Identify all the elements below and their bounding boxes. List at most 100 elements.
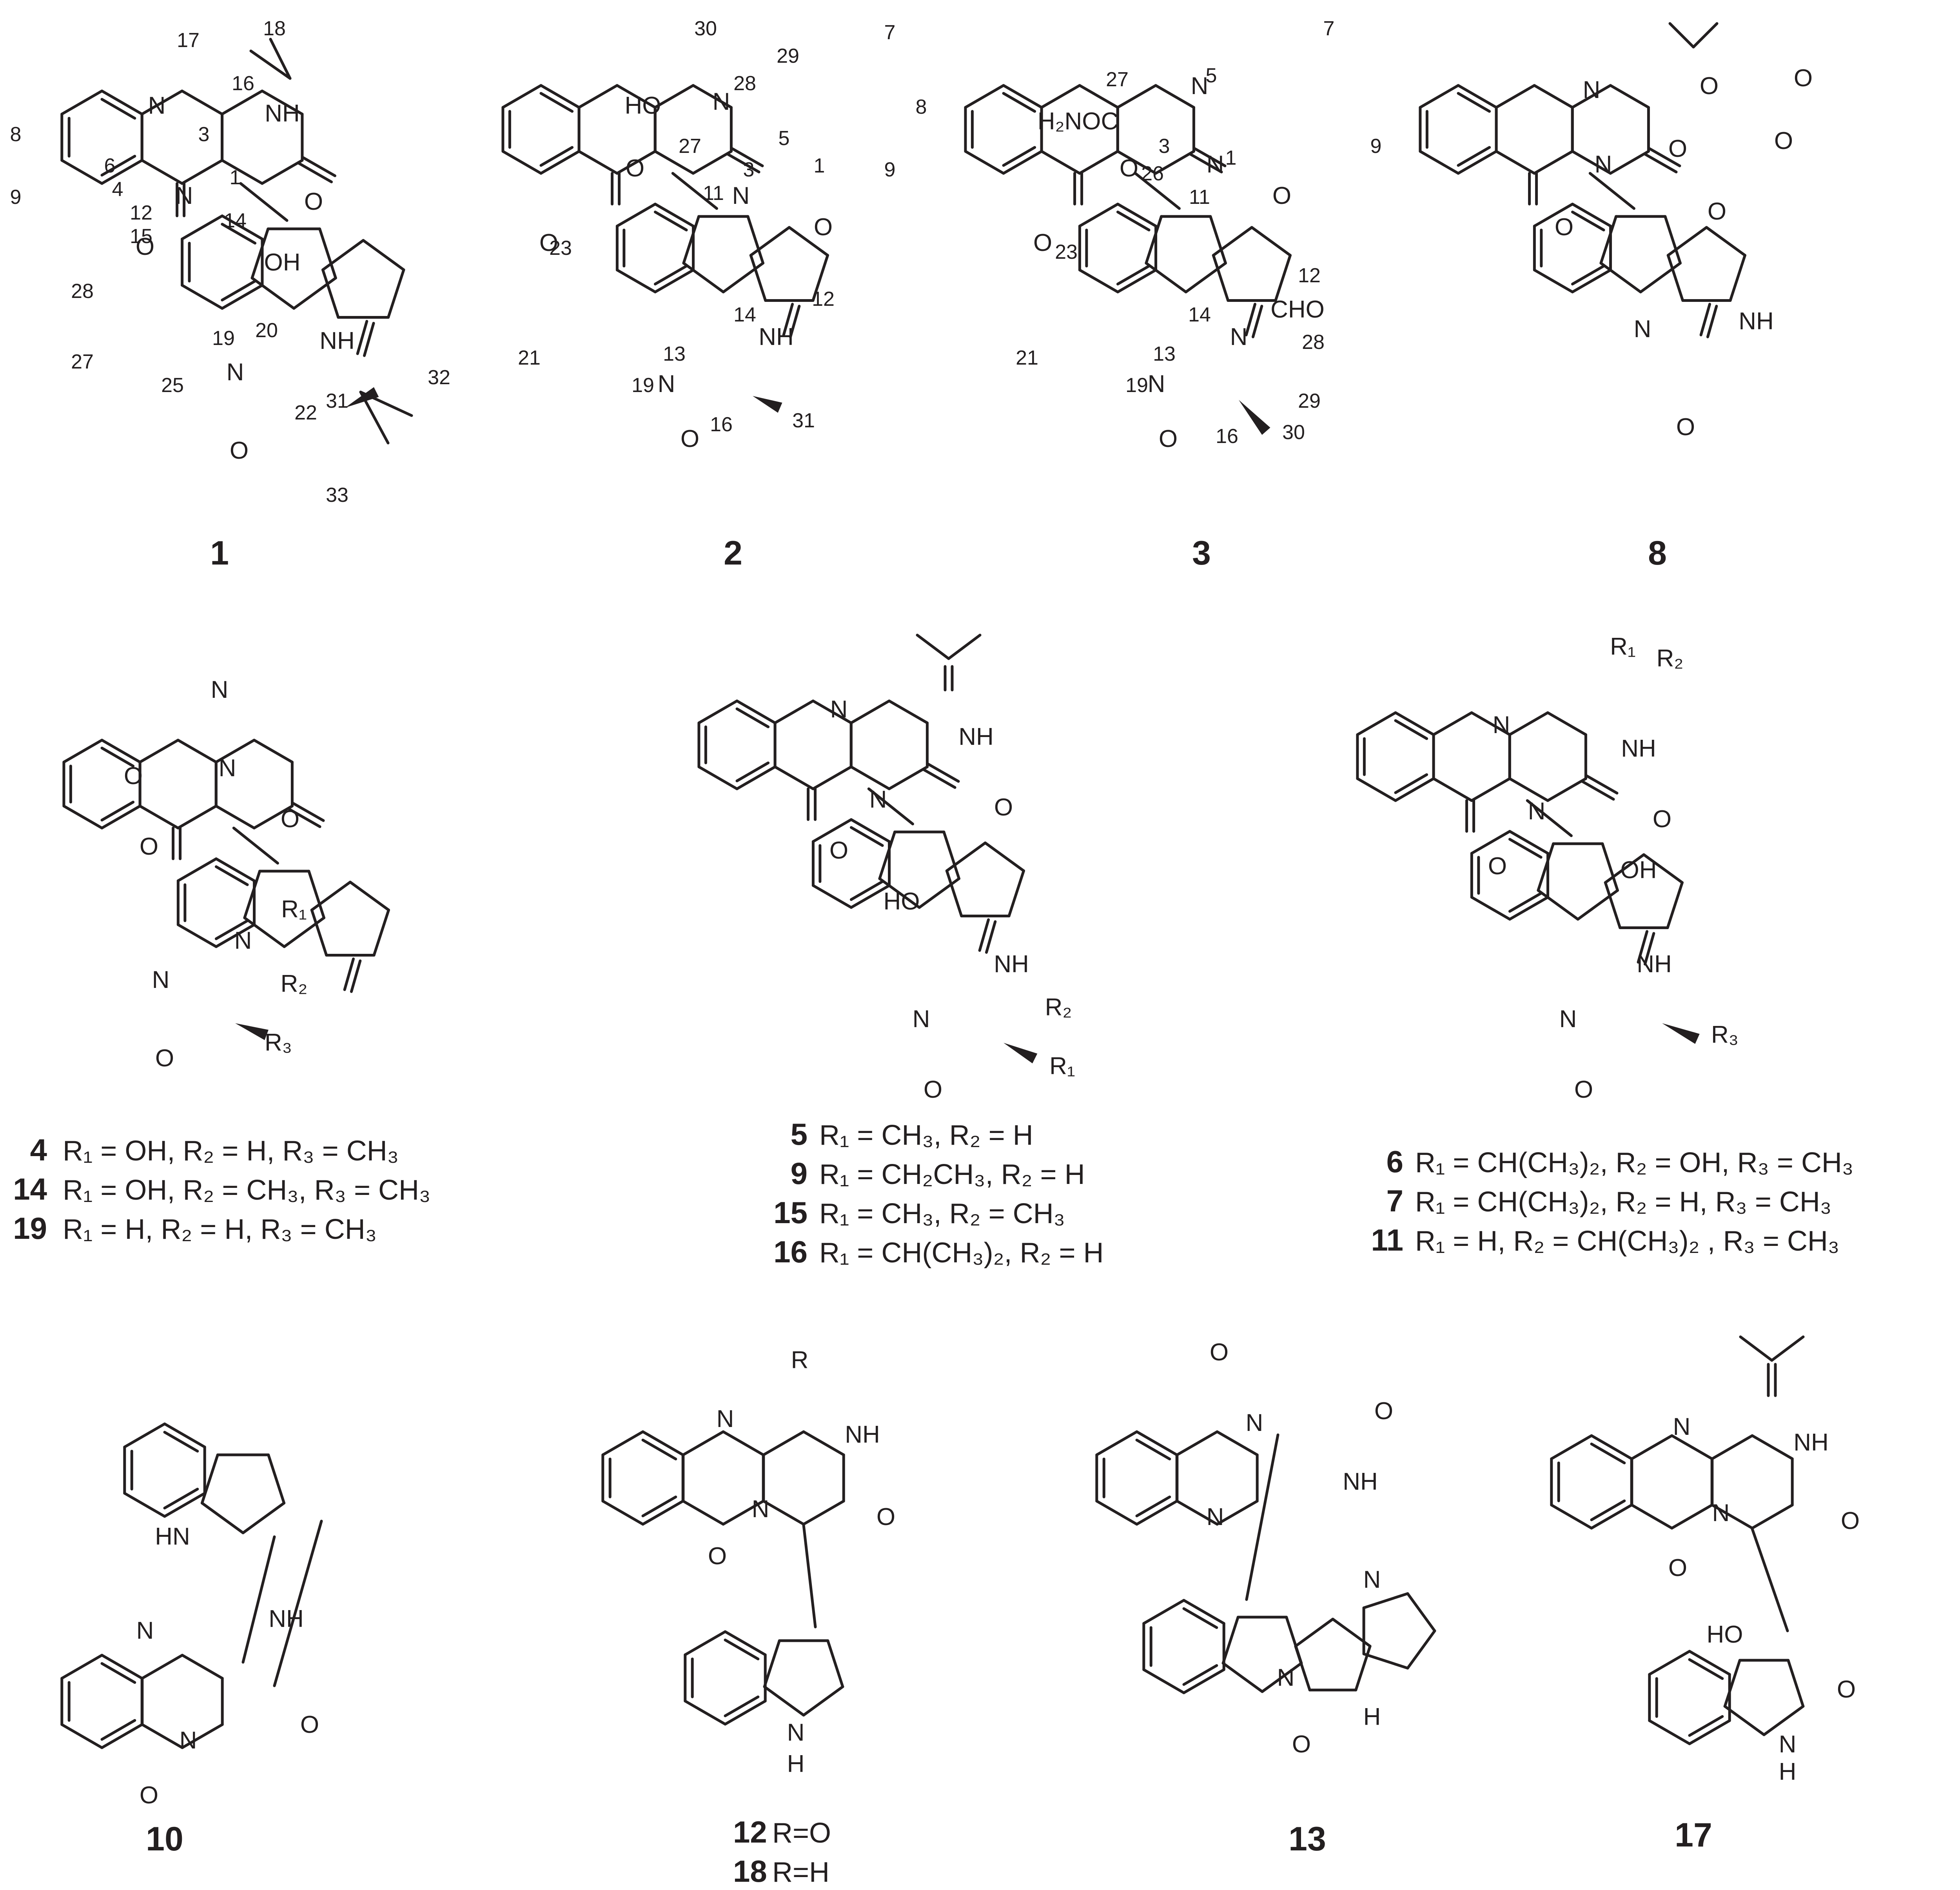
pyrimidinone-ring: [577, 84, 619, 109]
carboxamide-group: H₂NOC: [1038, 108, 1119, 135]
piperazinone-ring: [214, 804, 256, 830]
stereo-wedge-bond: [753, 396, 782, 413]
indole-benzene-ring: [214, 857, 256, 882]
atom-number: 30: [1282, 421, 1305, 444]
nitrogen-atom: N: [1277, 1664, 1295, 1691]
nh-group: NH: [994, 951, 1029, 978]
nitrogen-atom: N: [1493, 712, 1510, 739]
r1-group: R₁: [281, 896, 307, 923]
benzene-ring: [100, 804, 142, 830]
oxygen-atom: O: [1488, 853, 1507, 880]
imidazolone-ring: [321, 268, 340, 319]
pyrimidinone-ring: [1078, 84, 1119, 109]
oxindole-ring: [1723, 1659, 1741, 1708]
carbonyl-bond: [350, 959, 362, 993]
indole-benzene-ring: [615, 269, 657, 294]
carbonyl-bond: [1643, 932, 1655, 966]
benzene-ring: [1590, 1434, 1633, 1460]
bridge-bond: [1245, 1433, 1279, 1601]
benzene-ring: [100, 739, 142, 764]
benzene-ring: [1095, 1500, 1138, 1526]
indole-benzene-ring: [724, 1699, 767, 1726]
nitrogen-atom: N: [1246, 1409, 1263, 1436]
oxindole-ring: [1787, 1659, 1805, 1708]
indole-benzene-ring: [214, 865, 249, 886]
series-c-num: 7: [1387, 1184, 1403, 1218]
benzene-ring: [1135, 1438, 1171, 1461]
benzene-ring: [1002, 84, 1043, 109]
methyl-bond: [916, 634, 950, 660]
series-b-num: 15: [773, 1195, 808, 1230]
series-c-table: 6 R₁ = CH(CH₃)₂, R₂ = OH, R₃ = CH₃ 7 R₁ …: [1371, 1144, 1854, 1257]
indole-pyrrole-ring: [826, 1639, 844, 1688]
indole-benzene-ring: [163, 1492, 206, 1518]
series-c-num: 11: [1371, 1223, 1403, 1257]
atom-number: 17: [177, 29, 200, 52]
benzene-ring: [60, 1723, 103, 1749]
nitrogen-atom: N: [713, 88, 730, 115]
oxygen-atom: O: [230, 437, 249, 464]
pyrimidinone-ring: [1533, 84, 1574, 109]
piperazinone-ring: [1508, 711, 1549, 736]
proline-ring: [1362, 1652, 1409, 1670]
benzene-ring: [1135, 1495, 1171, 1518]
indole-benzene-ring: [724, 1630, 767, 1656]
pyrrolidine-ring: [682, 215, 701, 265]
imidazolone-ring: [387, 268, 405, 319]
benzene-ring: [539, 84, 581, 109]
nitrogen-atom: N: [830, 696, 848, 723]
nitrogen-atom: N: [1191, 73, 1209, 100]
imidazolone-ring: [1212, 226, 1253, 257]
imidazolone-ring: [321, 239, 365, 271]
indole-benzene-ring: [1508, 892, 1543, 913]
carbonyl-bond: [1251, 305, 1263, 338]
indole-benzene-ring: [1571, 269, 1612, 294]
carbonyl-bond: [1584, 774, 1619, 795]
isopropyl-bond: [1692, 22, 1719, 49]
benzene-ring: [1002, 92, 1036, 113]
benzene-ring: [641, 1495, 677, 1518]
r1-group: R₁: [1049, 1053, 1075, 1080]
pyrimidinone-ring: [181, 1723, 224, 1749]
benzene-ring: [539, 150, 581, 175]
benzene-ring: [1457, 146, 1491, 167]
oxygen-atom: O: [1159, 425, 1178, 452]
indole-benzene-ring: [221, 214, 264, 241]
benzene-ring: [697, 765, 739, 790]
benzene-ring: [1419, 150, 1460, 175]
carbonyl-bond: [978, 918, 990, 952]
imidazolone-ring: [749, 226, 791, 257]
indole-benzene-ring: [1142, 1668, 1185, 1694]
pyrrolidine-ring: [918, 877, 960, 909]
benzene-ring: [100, 89, 143, 116]
oxygen-atom: O: [1837, 1676, 1856, 1703]
atom-number: 33: [326, 484, 348, 507]
benzene-ring: [601, 1500, 644, 1526]
piperazinone-ring: [261, 89, 304, 116]
pyrimidinone-ring: [1040, 84, 1081, 109]
compound-12-substituent: R=O: [772, 1817, 831, 1849]
pyrimidinone-ring: [577, 150, 619, 175]
piperazinone-ring: [691, 84, 733, 109]
atom-number: 15: [130, 225, 152, 248]
indole-benzene-ring: [1508, 896, 1550, 921]
oxindole-benzene-ring: [1688, 1719, 1731, 1745]
indole-benzene-ring: [1571, 211, 1605, 232]
pyrrolidine-ring: [1537, 842, 1555, 892]
nh-group: NH: [1343, 1468, 1378, 1495]
atom-number: 26: [1141, 162, 1164, 185]
piperazinone-ring: [1154, 84, 1195, 109]
nitrogen-atom: N: [1595, 151, 1612, 178]
indole-benzene-ring: [1116, 265, 1151, 286]
carbonyl-bond: [298, 162, 333, 183]
series-a-text: R₁ = OH, R₂ = CH₃, R₃ = CH₃: [63, 1175, 430, 1206]
benzene-ring: [964, 150, 1005, 175]
methylene-bridge: [867, 787, 914, 826]
pyrrolidine-ring: [1576, 889, 1619, 921]
oxygen-atom: O: [124, 763, 143, 790]
imidazolone-ring: [1294, 1645, 1311, 1692]
pyrrolidine-ring: [1599, 215, 1618, 265]
pyrimidinone-ring: [1176, 1430, 1219, 1456]
piperazinone-ring: [1609, 150, 1650, 175]
stereo-wedge-bond: [345, 387, 379, 408]
